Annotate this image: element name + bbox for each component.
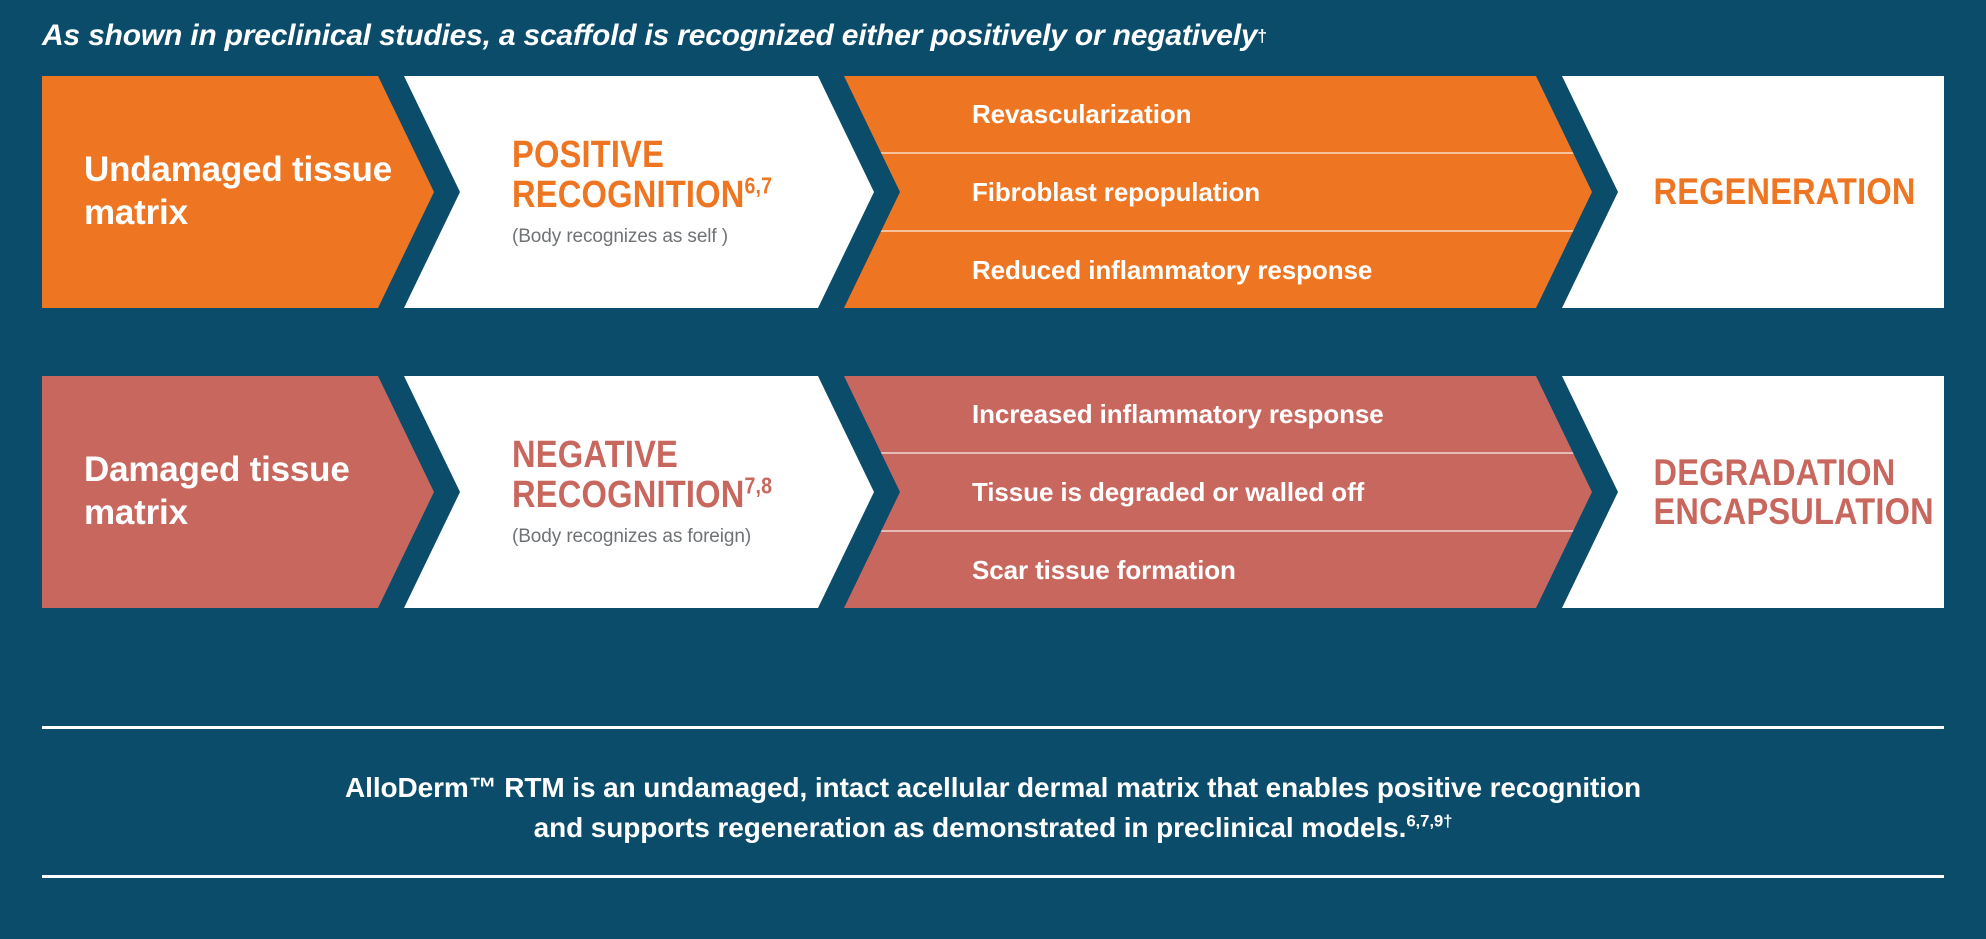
result-label: REGENERATION bbox=[1653, 171, 1916, 213]
footer-statement-line-2: and supports regeneration as demonstrate… bbox=[534, 808, 1453, 848]
source-label: Damaged tissue matrix bbox=[84, 450, 350, 532]
page-title: As shown in preclinical studies, a scaff… bbox=[42, 19, 1267, 52]
footer-divider-top bbox=[42, 726, 1944, 729]
result-panel-degradation: DEGRADATION ENCAPSULATION bbox=[1562, 376, 1944, 608]
recognition-subtitle: (Body recognizes as foreign) bbox=[512, 526, 752, 548]
recognition-title-text: POSITIVE RECOGNITION bbox=[512, 133, 745, 216]
recognition-panel-negative: NEGATIVE RECOGNITION7,8 (Body recognizes… bbox=[404, 376, 874, 608]
footer-divider-bottom bbox=[42, 875, 1944, 878]
recognition-reference-marker: 7,8 bbox=[744, 471, 773, 498]
outcome-item: Revascularization bbox=[972, 98, 1192, 129]
result-panel-regeneration: REGENERATION bbox=[1562, 76, 1944, 308]
source-label: Undamaged tissue matrix bbox=[84, 150, 392, 232]
recognition-subtitle: (Body recognizes as self ) bbox=[512, 226, 728, 248]
source-panel-undamaged: Undamaged tissue matrix bbox=[42, 76, 434, 308]
footer-reference-marker: 6,7,9† bbox=[1406, 811, 1453, 831]
outcomes-panel-negative: Increased inflammatory response Tissue i… bbox=[844, 376, 1592, 608]
recognition-panel-positive: POSITIVE RECOGNITION6,7 (Body recognizes… bbox=[404, 76, 874, 308]
recognition-title-text: NEGATIVE RECOGNITION bbox=[512, 433, 745, 516]
recognition-title: POSITIVE RECOGNITION6,7 bbox=[512, 136, 772, 215]
footer-statement: AlloDerm™ RTM is an undamaged, intact ac… bbox=[42, 748, 1944, 868]
outcome-item: Scar tissue formation bbox=[844, 530, 1592, 608]
flow-row-positive: Undamaged tissue matrix POSITIVE RECOGNI… bbox=[42, 76, 1944, 308]
recognition-content: POSITIVE RECOGNITION6,7 (Body recognizes… bbox=[404, 136, 815, 248]
flow-row-negative: Damaged tissue matrix NEGATIVE RECOGNITI… bbox=[42, 376, 1944, 608]
recognition-reference-marker: 6,7 bbox=[744, 171, 773, 198]
recognition-content: NEGATIVE RECOGNITION7,8 (Body recognizes… bbox=[404, 436, 815, 548]
recognition-title: NEGATIVE RECOGNITION7,8 bbox=[512, 436, 772, 515]
page-title-text: As shown in preclinical studies, a scaff… bbox=[42, 19, 1258, 52]
footer-statement-line-1: AlloDerm™ RTM is an undamaged, intact ac… bbox=[345, 772, 1641, 804]
footer-statement-line-2-text: and supports regeneration as demonstrate… bbox=[533, 812, 1407, 843]
result-label: DEGRADATION ENCAPSULATION bbox=[1653, 451, 1934, 532]
outcomes-panel-positive: Revascularization Fibroblast repopulatio… bbox=[844, 76, 1592, 308]
outcome-item: Fibroblast repopulation bbox=[844, 152, 1592, 230]
outcome-item: Tissue is degraded or walled off bbox=[844, 452, 1592, 530]
source-panel-damaged: Damaged tissue matrix bbox=[42, 376, 434, 608]
outcome-item: Increased inflammatory response bbox=[972, 398, 1384, 429]
outcome-item: Reduced inflammatory response bbox=[844, 230, 1592, 308]
